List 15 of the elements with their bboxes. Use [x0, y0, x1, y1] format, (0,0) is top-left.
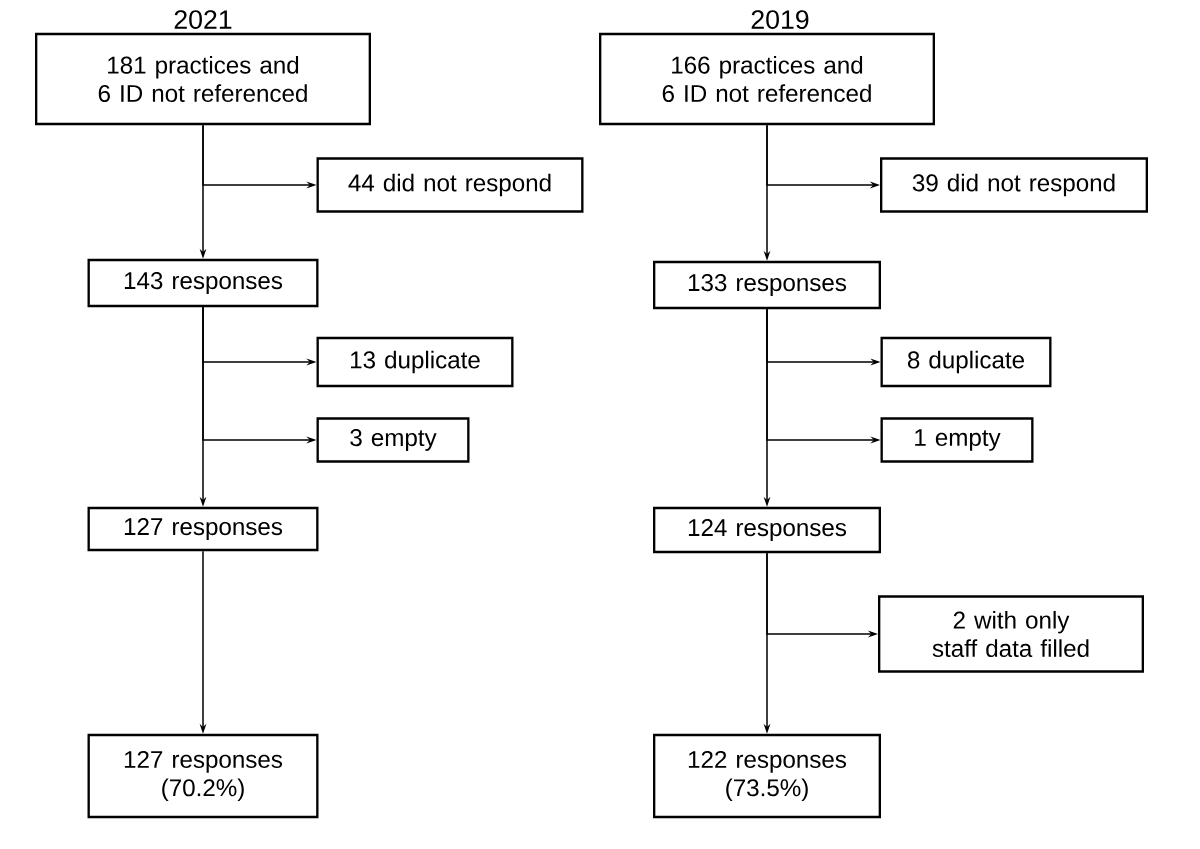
flow-box: 1 empty: [880, 417, 1034, 463]
flow-box: 124 responses: [653, 506, 881, 554]
flow-box: 127 responses: [87, 506, 319, 552]
flow-box: 8 duplicate: [880, 336, 1052, 388]
flow-box: 166 practices and 6 ID not referenced: [599, 32, 935, 126]
flow-box: 143 responses: [87, 258, 319, 308]
flow-box: 2 with only staff data filled: [878, 595, 1144, 673]
flow-box: 13 duplicate: [316, 336, 514, 388]
flow-box: 181 practices and 6 ID not referenced: [35, 32, 371, 126]
flow-box: 127 responses (70.2%): [87, 733, 319, 819]
flow-box: 133 responses: [653, 260, 881, 310]
flow-box: 39 did not respond: [880, 157, 1148, 213]
flow-box: 3 empty: [316, 417, 470, 463]
flow-box: 122 responses (73.5%): [653, 733, 881, 819]
flow-box: 44 did not respond: [316, 157, 584, 213]
